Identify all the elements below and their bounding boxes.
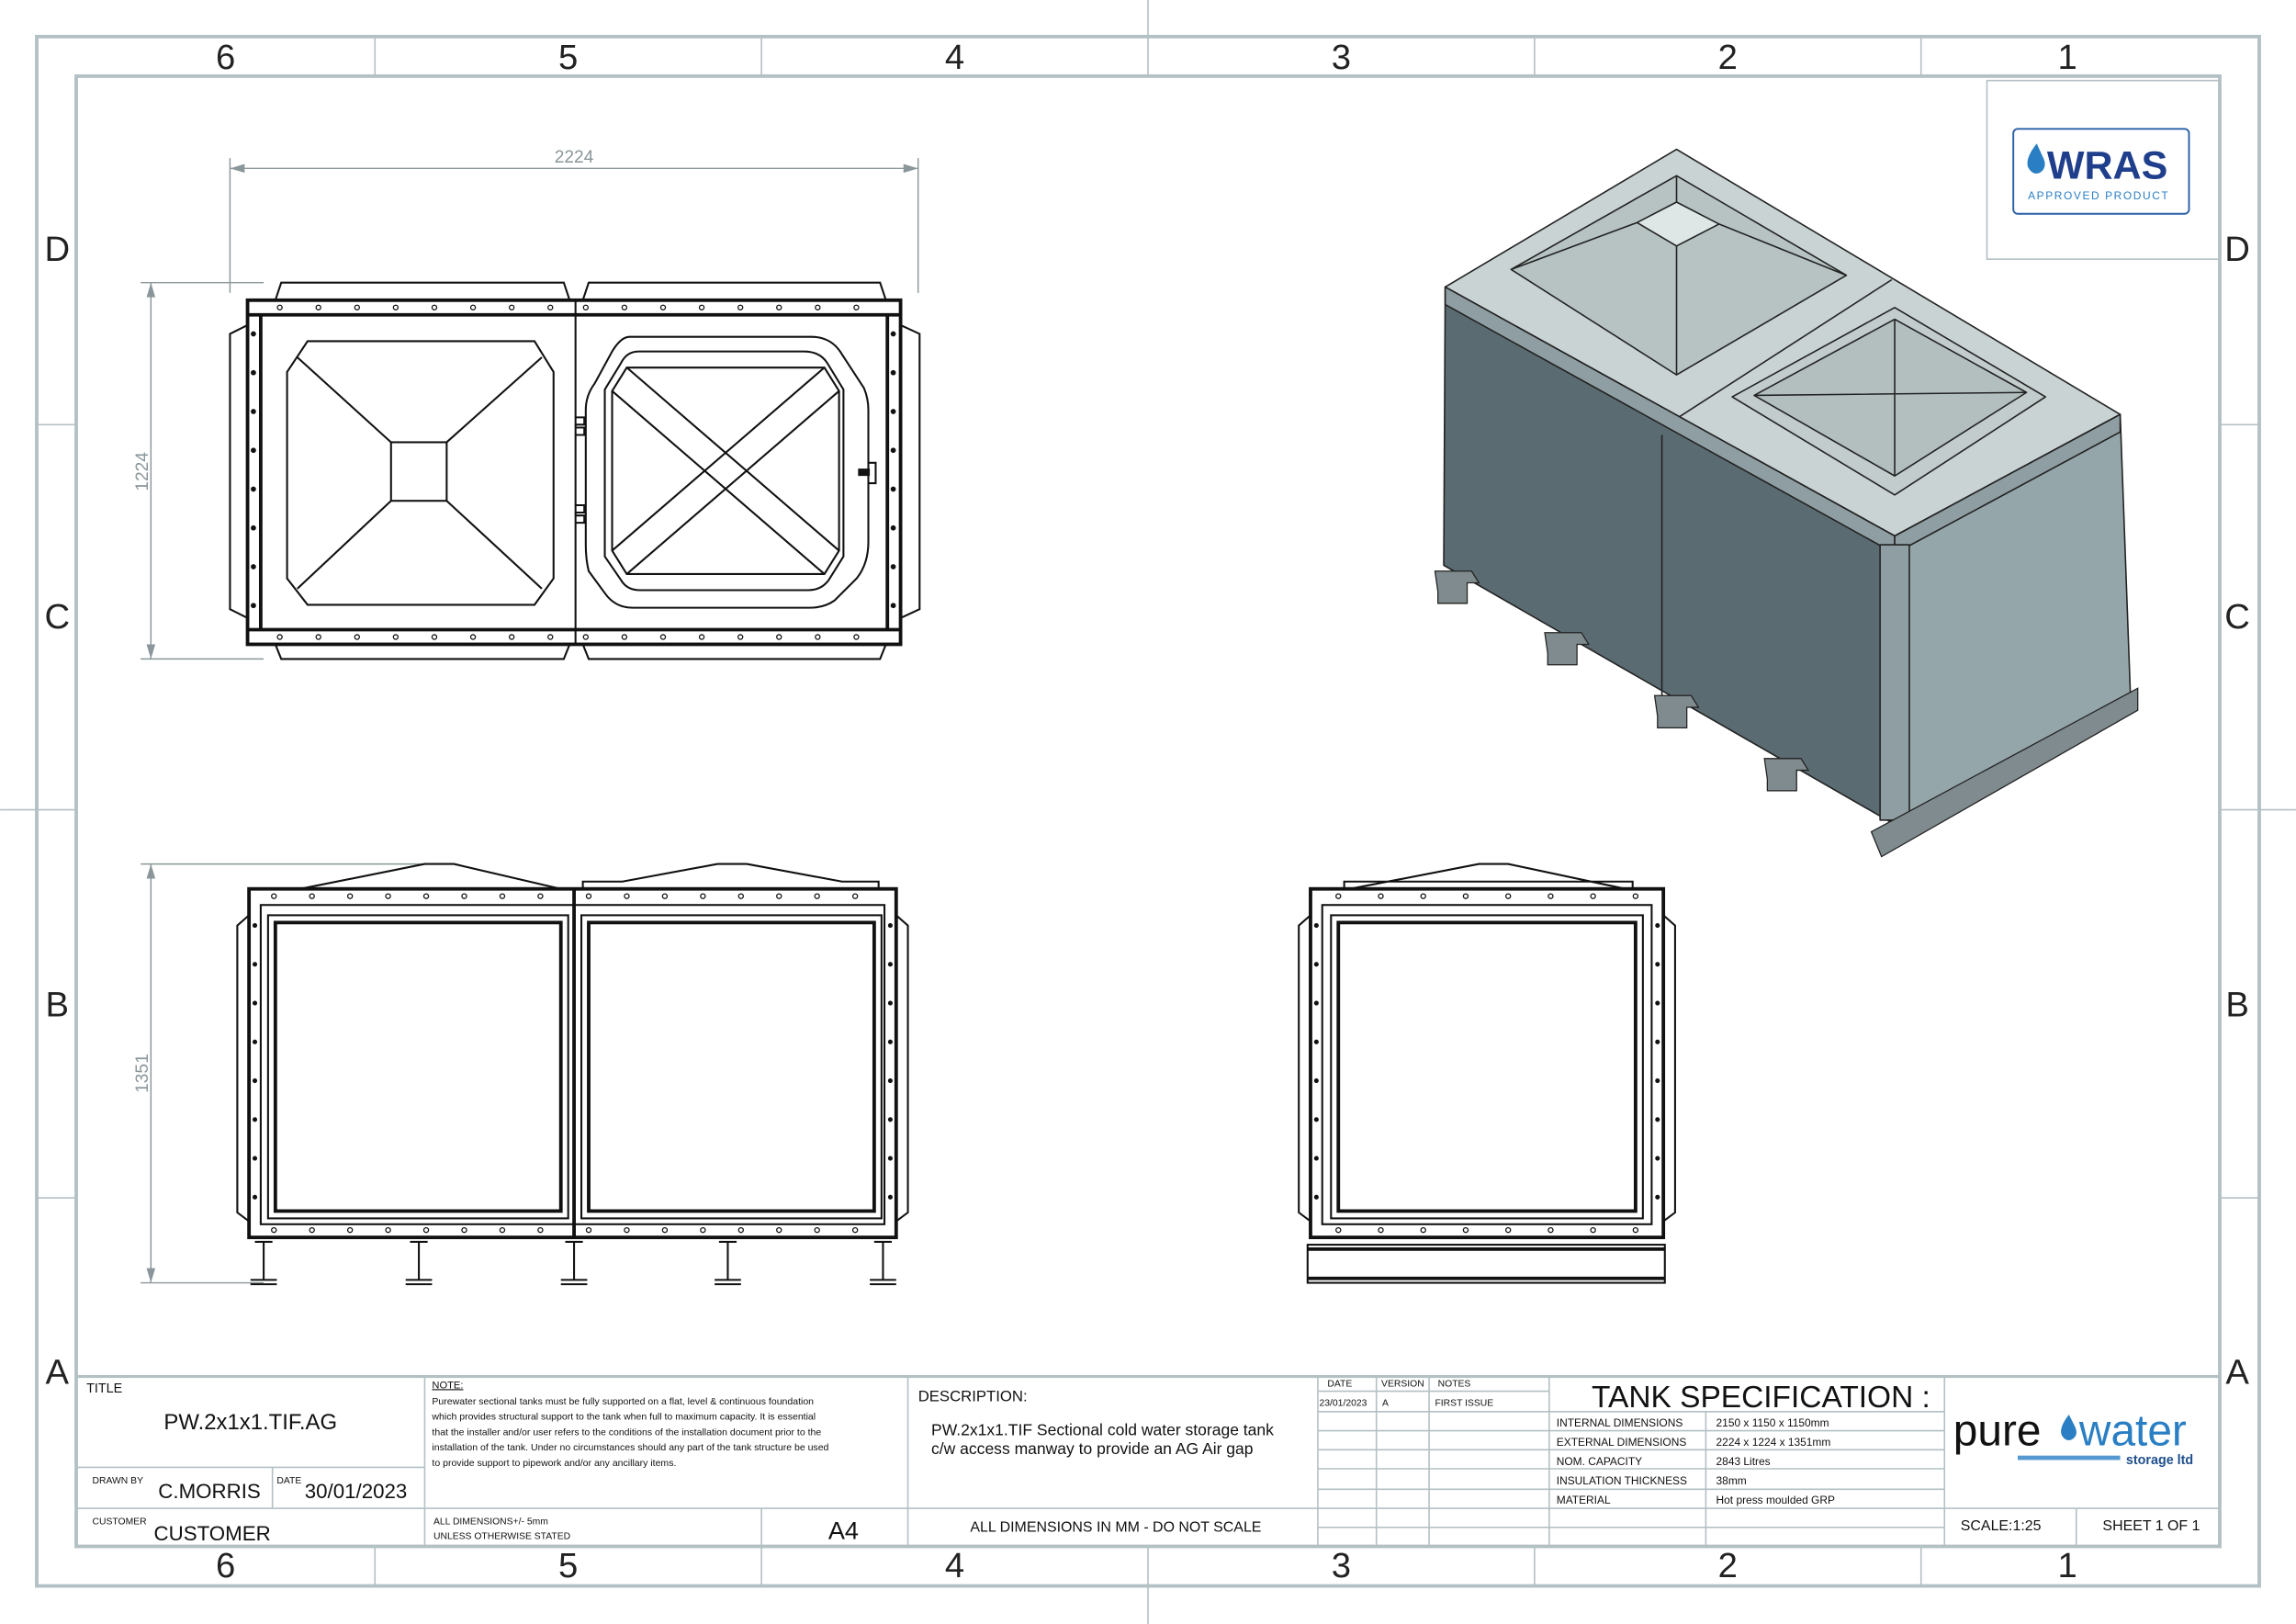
zone-row-label: C — [2224, 597, 2250, 637]
revision-header-date: DATE — [1327, 1380, 1352, 1390]
plan-view: 2224 1224 — [133, 148, 921, 660]
zone-row-label: D — [44, 230, 70, 269]
sheet-number: SHEET 1 OF 1 — [2102, 1518, 2200, 1534]
description-line: PW.2x1x1.TIF Sectional cold water storag… — [931, 1420, 1274, 1438]
spec-value: 2843 Litres — [1716, 1455, 1771, 1468]
zone-row-label: C — [44, 597, 70, 637]
tolerance-note: ALL DIMENSIONS+/- 5mm — [433, 1517, 548, 1528]
isometric-view — [1434, 148, 2139, 858]
zone-column-label: 6 — [216, 38, 235, 77]
spec-label: INSULATION THICKNESS — [1557, 1474, 1687, 1487]
note-line: Purewater sectional tanks must be fully … — [432, 1396, 814, 1407]
zone-row-label: A — [2225, 1353, 2249, 1393]
spec-label: EXTERNAL DIMENSIONS — [1557, 1436, 1687, 1449]
spec-value: 38mm — [1716, 1474, 1747, 1487]
svg-text:water: water — [2078, 1407, 2187, 1456]
drawing-title: PW.2x1x1.TIF.AG — [163, 1410, 337, 1435]
dimensions-note: ALL DIMENSIONS IN MM - DO NOT SCALE — [970, 1520, 1261, 1536]
note-line: which provides structural support to the… — [431, 1412, 816, 1423]
spec-label: NOM. CAPACITY — [1557, 1455, 1642, 1468]
side-elevation — [1298, 863, 1676, 1284]
note-line: to provide support to pipework and/or an… — [432, 1458, 676, 1469]
svg-text:storage ltd: storage ltd — [2126, 1453, 2193, 1468]
revision-header-notes: NOTES — [1438, 1380, 1471, 1390]
front-elevation: 1351 — [133, 863, 909, 1286]
zone-row-label: A — [46, 1353, 70, 1393]
zone-column-label: 1 — [2058, 38, 2077, 77]
svg-text:pure: pure — [1953, 1407, 2042, 1456]
date-label: DATE — [276, 1476, 301, 1486]
customer-value: CUSTOMER — [154, 1522, 271, 1545]
spec-value: Hot press moulded GRP — [1716, 1494, 1835, 1506]
spec-label: INTERNAL DIMENSIONS — [1557, 1416, 1683, 1429]
zone-row-label: B — [46, 985, 70, 1024]
revision-date: 23/01/2023 — [1320, 1398, 1367, 1408]
description-line: c/w access manway to provide an AG Air g… — [931, 1439, 1253, 1458]
zone-column-label: 5 — [558, 1546, 578, 1585]
zone-column-label: 4 — [945, 38, 964, 77]
drawn-by-value: C.MORRIS — [158, 1480, 261, 1503]
scale-label: SCALE:1:25 — [1961, 1518, 2042, 1534]
dimension-height: 1351 — [133, 1054, 152, 1093]
customer-label: CUSTOMER — [93, 1517, 147, 1528]
note-line: installation of the tank. Under no circu… — [432, 1442, 828, 1453]
spec-label: MATERIAL — [1557, 1494, 1611, 1506]
zone-column-label: 2 — [1718, 1546, 1738, 1585]
dimension-width: 1224 — [133, 452, 152, 491]
svg-text:APPROVED PRODUCT: APPROVED PRODUCT — [2028, 189, 2169, 202]
revision-version: A — [1382, 1398, 1389, 1408]
dimension-length: 2224 — [555, 148, 594, 167]
note-line: that the installer and/or user refers to… — [432, 1427, 821, 1438]
spec-value: 2150 x 1150 x 1150mm — [1716, 1416, 1829, 1429]
zone-column-label: 3 — [1332, 38, 1351, 77]
description-label: DESCRIPTION: — [918, 1388, 1028, 1405]
purewater-logo: pure water storage ltd — [1953, 1407, 2193, 1469]
paper-size: A4 — [828, 1517, 859, 1545]
zone-column-label: 3 — [1332, 1546, 1351, 1585]
note-text: Purewater sectional tanks must be fully … — [431, 1396, 828, 1469]
zone-row-label: D — [2224, 230, 2250, 269]
zone-column-label: 2 — [1718, 38, 1738, 77]
tolerance-note-2: UNLESS OTHERWISE STATED — [433, 1532, 570, 1542]
revision-header-version: VERSION — [1381, 1380, 1424, 1390]
svg-text:WRAS: WRAS — [2047, 143, 2167, 187]
title-block: TITLE PW.2x1x1.TIF.AG DRAWN BY C.MORRIS … — [76, 1374, 2220, 1547]
water-drop-icon — [2061, 1415, 2077, 1441]
note-heading: NOTE: — [432, 1380, 463, 1391]
zone-column-label: 6 — [216, 1546, 235, 1585]
zone-column-label: 4 — [945, 1546, 964, 1585]
zone-column-label: 5 — [558, 38, 578, 77]
water-drop-icon — [2027, 143, 2045, 174]
zone-column-label: 1 — [2058, 1546, 2077, 1585]
wras-approved-logo: WRAS APPROVED PRODUCT — [1986, 79, 2221, 260]
date-value: 30/01/2023 — [305, 1480, 408, 1503]
title-label: TITLE — [86, 1382, 122, 1396]
spec-title: TANK SPECIFICATION : — [1592, 1381, 1930, 1415]
zone-row-label: B — [2225, 985, 2249, 1024]
spec-value: 2224 x 1224 x 1351mm — [1716, 1436, 1831, 1449]
drawn-by-label: DRAWN BY — [93, 1476, 144, 1486]
revision-notes: FIRST ISSUE — [1435, 1398, 1493, 1408]
spec-table: INTERNAL DIMENSIONS 2150 x 1150 x 1150mmE… — [1557, 1416, 1835, 1506]
